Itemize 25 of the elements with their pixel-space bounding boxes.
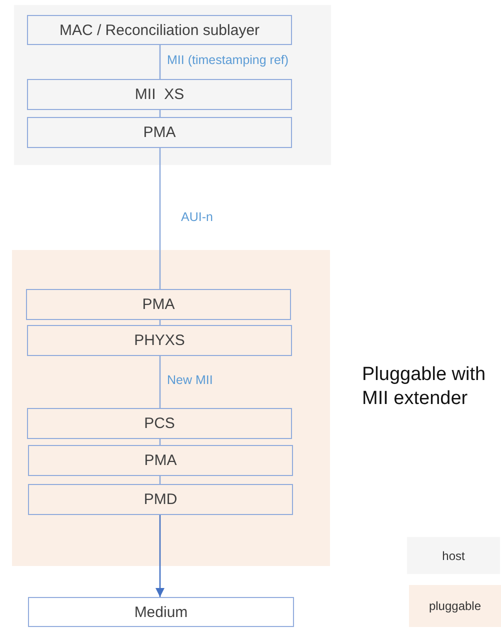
- layer-box: PMA: [26, 289, 291, 320]
- region-panel: [14, 5, 331, 165]
- connector-line: [159, 110, 161, 117]
- legend-label: pluggable: [428, 599, 482, 613]
- edge-label: New MII: [167, 373, 213, 387]
- connector-line: [159, 439, 161, 445]
- connector-line: [159, 476, 161, 484]
- connector-line: [159, 148, 161, 289]
- layer-box: PMD: [28, 484, 293, 515]
- diagram-title: Pluggable with MII extender: [362, 363, 487, 411]
- layer-box: PCS: [27, 408, 292, 439]
- edge-label: MII (timestamping ref): [167, 53, 289, 67]
- edge-label: AUI-n: [181, 210, 213, 224]
- layer-box: PHYXS: [27, 325, 292, 356]
- connector-line: [159, 356, 161, 408]
- layer-box: PMA: [27, 117, 292, 148]
- region-panel: [12, 250, 330, 566]
- layer-box: Medium: [28, 597, 294, 627]
- layer-box: MII XS: [27, 79, 292, 110]
- connector-line: [159, 45, 161, 79]
- layer-box: PMA: [28, 445, 293, 476]
- layer-box: MAC / Reconciliation sublayer: [27, 15, 292, 45]
- arrow: [155, 515, 165, 597]
- connector-line: [159, 320, 161, 325]
- legend-label: host: [442, 548, 465, 562]
